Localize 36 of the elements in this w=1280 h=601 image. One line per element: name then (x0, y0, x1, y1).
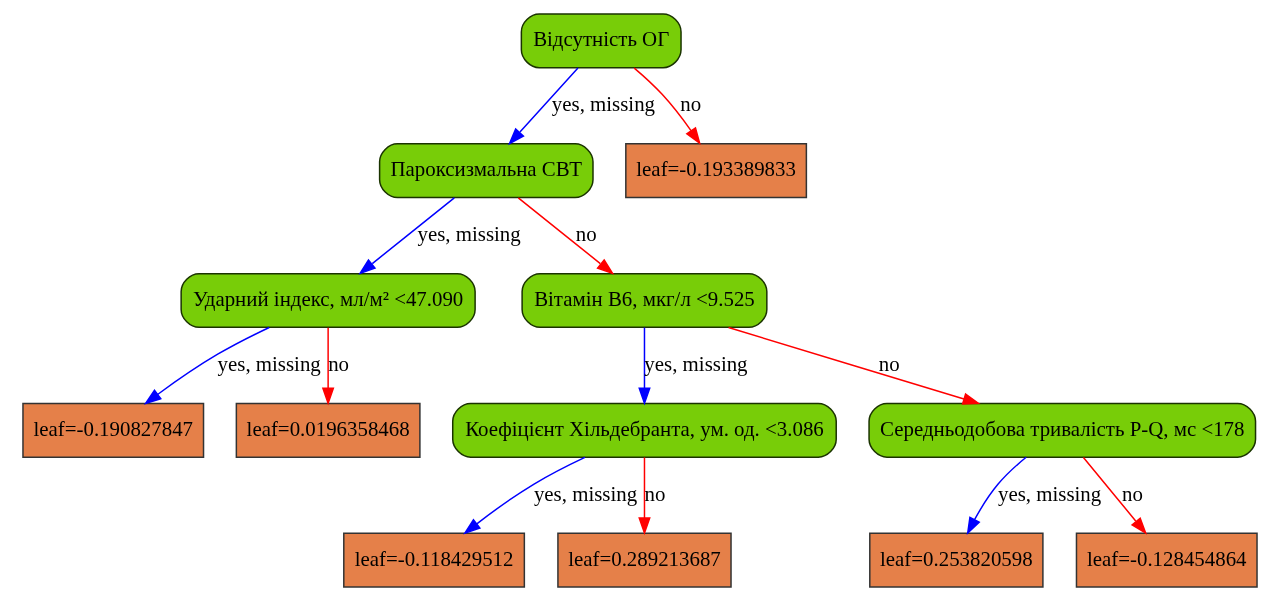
edge-label: yes, missing (551, 92, 656, 117)
node-box: leaf=-0.190827847 (22, 402, 205, 458)
edge-label: no (878, 351, 900, 376)
arrow (463, 456, 586, 535)
arrow (321, 326, 335, 406)
node-box: Ударний індекс, мл/м² <47.090 (180, 272, 476, 329)
arrow (508, 67, 579, 146)
edge-label: no (575, 222, 597, 247)
node-box: Відсутність ОГ (520, 13, 682, 69)
node-box: leaf=0.253820598 (869, 532, 1044, 588)
edge-label: no (328, 351, 350, 376)
edge-label: yes, missing (533, 481, 638, 506)
arrow (517, 197, 615, 275)
arrow (1082, 456, 1148, 535)
arrow (633, 67, 701, 145)
arrow (966, 456, 1027, 535)
node-box: leaf=0.0196358468 (235, 402, 421, 458)
arrow (727, 326, 981, 405)
edge-label: yes, missing (217, 351, 321, 376)
edge-label: no (644, 481, 666, 506)
arrow (638, 456, 651, 536)
arrow (358, 197, 456, 275)
node-box: Вітамін B6, мкг/л <9.525 (521, 272, 768, 329)
edge-label: no (680, 92, 702, 117)
node-box: leaf=-0.128454864 (1075, 532, 1258, 588)
node-box: leaf=-0.118429512 (343, 532, 526, 588)
edge-label: yes, missing (998, 481, 1102, 506)
node-box: Середньодобова тривалість P-Q, мс <178 (868, 402, 1257, 458)
node-box: Пароксизмальна СВТ (378, 143, 594, 199)
node-box: leaf=0.289213687 (557, 532, 732, 588)
node-box: Коефіцієнт Хільдебранта, ум. од. <3.086 (452, 402, 837, 458)
edge-label: yes, missing (417, 222, 521, 247)
node-box: leaf=-0.193389833 (625, 143, 808, 199)
edge-label: no (1121, 481, 1143, 506)
arrow (143, 326, 270, 405)
arrow (638, 326, 651, 406)
